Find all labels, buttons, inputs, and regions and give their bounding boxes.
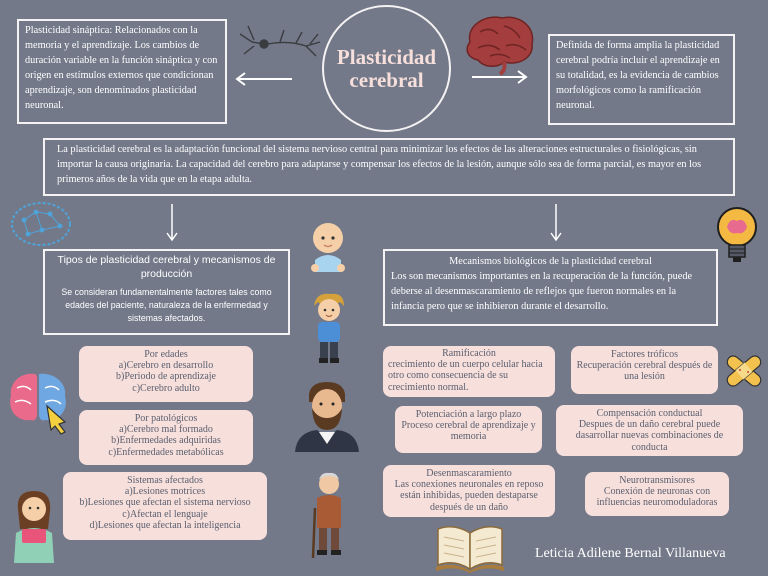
mechanisms-header-box: Mecanismos biológicos de la plasticidad … [383,249,718,326]
title-circle: Plasticidad cerebral [322,5,451,132]
systems-item: b)Lesiones que afectan el sistema nervio… [79,497,251,509]
by-pathology-box: Por patológicos a)Cerebro mal formado b)… [79,410,253,465]
synaptic-plasticity-box: Plasticidad sináptica: Relacionados con … [17,19,227,124]
author-name: Leticia Adilene Bernal Villanueva [535,546,726,561]
bandage-icon [726,355,762,387]
boy-icon [314,293,344,363]
man-icon [295,382,359,452]
types-title: Tipos de plasticidad cerebral y mecanism… [57,254,276,280]
mechanisms-title: Mecanismos biológicos de la plasticidad … [449,256,652,267]
girl-reading-icon [14,491,54,563]
ramification-title: Ramificación [442,348,496,359]
baby-icon [311,223,345,272]
compensation-box: Compensación conductual Despues de un da… [556,405,743,456]
ramification-text: crecimiento de un cuerpo celular hacia o… [388,359,543,393]
types-description: Se consideran fundamentalmente factores … [61,287,272,323]
neurotransmitters-box: Neurotransmisores Conexión de neuronas c… [585,472,729,516]
ramification-box: Ramificación crecimiento de un cuerpo ce… [383,346,555,397]
compensation-title: Compensación conductual [596,408,703,419]
by-pathology-item: b)Enfermedades adquiridas [111,435,221,447]
arrow-left-icon [235,72,292,86]
title-line-2: cerebral [349,67,424,92]
colorful-brain-icon [10,373,67,435]
brain-icon [466,16,534,76]
by-age-item: c)Cerebro adulto [132,382,200,394]
systems-title: Sistemas afectados [127,475,203,486]
potentiation-box: Potenciación a largo plazo Proceso cereb… [395,406,542,453]
trophic-box: Factores tróficos Recuperación cerebral … [571,346,718,394]
systems-item: c)Afectan el lenguaje [122,508,208,520]
by-age-item: b)Periodo de aprendizaje [116,371,216,383]
network-brain-icon [11,202,71,246]
lightbulb-icon [717,207,757,262]
mechanisms-description: Los son mecanismos importantes en la rec… [391,270,693,312]
by-age-item: a)Cerebro en desarrollo [118,360,214,372]
systems-box: Sistemas afectados a)Lesiones motrices b… [63,472,267,540]
types-header-box: Tipos de plasticidad cerebral y mecanism… [43,249,290,335]
trophic-title: Factores tróficos [611,349,678,360]
unmasking-title: Desenmascaramiento [426,468,512,479]
arrow-right-icon [472,70,528,84]
systems-item: a)Lesiones motrices [124,486,206,498]
potentiation-text: Proceso cerebral de aprendizaje y memori… [401,420,536,443]
open-book-icon [436,526,504,573]
neurotransmitters-title: Neurotransmisores [619,475,695,486]
systems-item: d)Lesiones que afectan la inteligencia [89,519,241,531]
by-pathology-title: Por patológicos [134,413,198,424]
neurotransmitters-text: Conexión de neuronas con influencias neu… [596,486,718,509]
elderly-icon [311,472,341,559]
neuron-icon [239,25,321,57]
broad-definition-box: Definida de forma amplia la plasticidad … [548,34,735,125]
by-pathology-item: a)Cerebro mal formado [119,424,213,436]
arrow-down-right-icon [550,204,562,242]
trophic-text: Recuperación cerebral después de una les… [576,360,713,383]
main-definition-box: La plasticidad cerebral es la adaptación… [43,138,735,196]
potentiation-title: Potenciación a largo plazo [415,409,522,420]
by-age-title: Por edades [144,349,188,360]
unmasking-box: Desenmascaramiento Las conexiones neuron… [383,465,555,517]
by-age-box: Por edades a)Cerebro en desarrollo b)Per… [79,346,253,402]
arrow-down-left-icon [166,204,178,242]
by-pathology-item: c)Enfermedades metabólicas [108,446,224,458]
unmasking-text: Las conexiones neuronales en reposo está… [394,479,544,513]
title-line-1: Plasticidad [336,45,437,70]
compensation-text: Despues de un daño cerebral puede dasarr… [575,419,724,453]
